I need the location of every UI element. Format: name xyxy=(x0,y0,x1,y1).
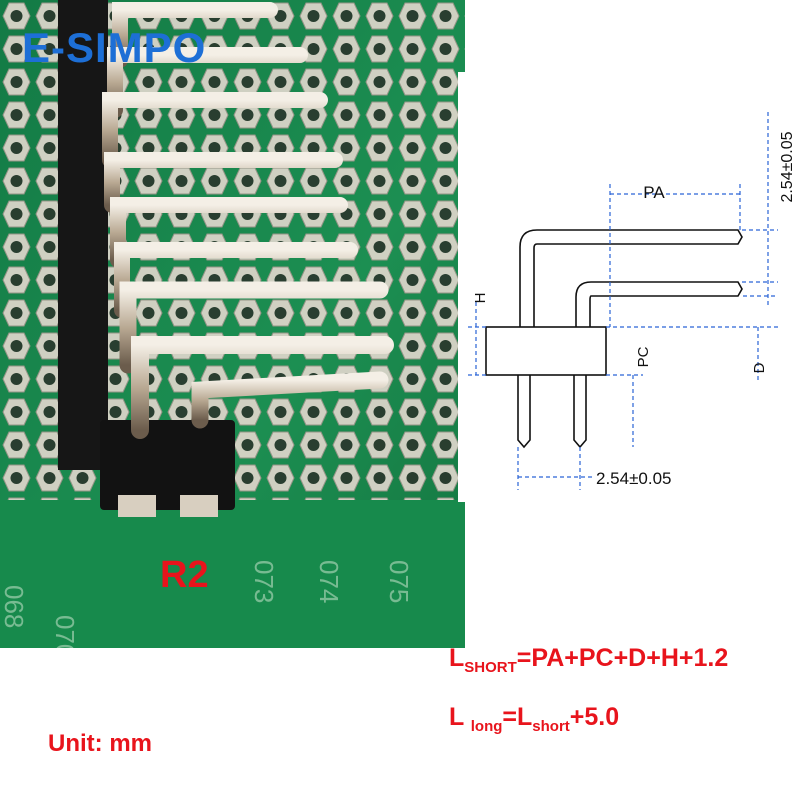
right-angle-pins xyxy=(102,2,394,439)
label-pitch-bottom: 2.54±0.05 xyxy=(596,469,672,488)
formula-long-sub: long xyxy=(470,718,503,735)
drawing-leg-left xyxy=(517,375,531,449)
drawing-pin-long xyxy=(519,229,743,327)
label-pitch-top: 2.54±0.05 xyxy=(779,131,796,202)
silk-075: 075 xyxy=(384,560,414,603)
formula-short-expr: =PA+PC+D+H+1.2 xyxy=(516,644,729,672)
formula-long-eq: =L xyxy=(502,703,533,731)
formula-long-l: L xyxy=(449,703,471,731)
header-housing-front xyxy=(100,420,235,510)
pcb-bottom-area xyxy=(0,500,465,648)
silk-073: 073 xyxy=(249,560,279,603)
label-pa: PA xyxy=(643,183,665,202)
formula-long: L long=Lshort+5.0 xyxy=(449,703,619,735)
drawing-leg-right xyxy=(573,375,587,449)
pin-end-left xyxy=(118,495,156,517)
formula-short-sub: SHORT xyxy=(464,659,517,676)
dimension-drawing: PA 2.54±0.05 PC H D 2.54±0.05 xyxy=(458,72,800,502)
unit-label: Unit: mm xyxy=(48,730,152,757)
brand-logo: E-SIMPO xyxy=(22,24,206,72)
silk-070: 070 xyxy=(50,615,80,648)
dimension-lines xyxy=(468,112,778,490)
drawing-pin-short xyxy=(575,281,743,327)
label-pc: PC xyxy=(635,346,652,367)
pcb-photo-svg: 070 073 074 075 068 xyxy=(0,0,465,648)
silkscreen-numbers: 070 073 074 075 068 xyxy=(0,560,414,648)
pin-label-r2: R2 xyxy=(160,554,209,596)
silk-068: 068 xyxy=(0,585,29,628)
formula-long-expr: +5.0 xyxy=(569,703,620,731)
silk-074: 074 xyxy=(314,560,344,603)
pin-end-right xyxy=(180,495,218,517)
dimension-drawing-svg: PA 2.54±0.05 PC H D 2.54±0.05 xyxy=(468,112,796,490)
label-h: H xyxy=(472,293,489,304)
formula-long-sub2: short xyxy=(532,718,570,735)
header-housing xyxy=(58,0,108,470)
formula-short-l: L xyxy=(449,644,465,672)
drawing-housing xyxy=(485,326,607,376)
logo-prefix: E- xyxy=(22,24,66,71)
logo-name: SIMPO xyxy=(66,24,207,71)
formula-short: LSHORT=PA+PC+D+H+1.2 xyxy=(449,644,728,676)
product-photo: 070 073 074 075 068 xyxy=(0,0,465,648)
label-d: D xyxy=(751,362,768,373)
